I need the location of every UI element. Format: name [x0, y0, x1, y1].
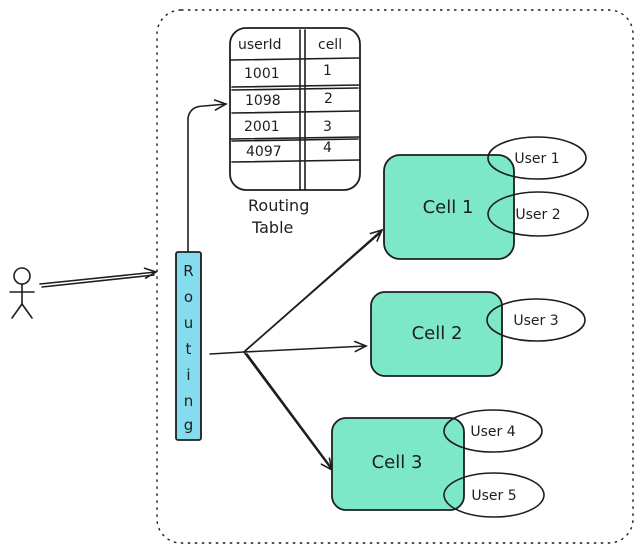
user-1-label: User 1 — [514, 151, 559, 167]
cell-3-box — [331, 417, 465, 511]
client-to-router-arrow-sketch — [41, 274, 155, 288]
user-2-ellipse — [487, 191, 589, 237]
user-3-ellipse — [486, 298, 586, 342]
cell-1-node: Cell 1 User 1 User 2 — [383, 136, 589, 260]
routing-table-frame — [229, 27, 361, 191]
table-row-cell: 1 — [323, 63, 332, 79]
table-row-userid: 1001 — [244, 66, 280, 82]
router-letter: t — [186, 340, 192, 358]
cell-2-node: Cell 2 User 3 — [370, 291, 586, 377]
cell-3-node: Cell 3 User 4 User 5 — [331, 409, 545, 518]
cell-1-box — [383, 154, 515, 260]
cell-2-label: Cell 2 — [412, 323, 463, 344]
table-row-cell: 3 — [323, 119, 332, 135]
router-letter: n — [184, 392, 194, 410]
table-header-userid: userId — [238, 37, 282, 53]
user-3-label: User 3 — [513, 313, 558, 329]
router-letter: i — [186, 366, 190, 384]
router-to-cell3-arrow-sketch — [246, 353, 331, 467]
stick-figure-icon — [9, 267, 35, 319]
cell-3-label: Cell 3 — [372, 452, 423, 473]
cell-2-box — [370, 291, 503, 377]
router-bar — [175, 251, 202, 441]
router-to-cell1-arrow-sketch — [245, 232, 381, 351]
user-4-ellipse — [443, 409, 543, 453]
user-1-ellipse — [487, 136, 587, 180]
table-row-userid: 4097 — [246, 144, 282, 160]
routing-table-caption-line2: Table — [251, 218, 293, 237]
table-row-cell: 4 — [323, 140, 332, 156]
router-node: R o u t i n g — [175, 251, 202, 441]
client-to-router-arrow — [39, 267, 158, 285]
table-row-userid: 2001 — [244, 119, 280, 135]
router-letter: o — [184, 288, 193, 306]
user-4-label: User 4 — [470, 424, 515, 440]
router-to-cell2-arrow — [243, 340, 368, 353]
router-letter: u — [184, 314, 194, 332]
router-to-table-arrow — [187, 99, 228, 253]
router-fanout-line — [209, 351, 245, 355]
routing-table-caption-line1: Routing — [248, 196, 309, 215]
router-letter: R — [183, 262, 193, 280]
user-5-label: User 5 — [471, 488, 516, 504]
router-letter: g — [184, 416, 194, 434]
cell-1-label: Cell 1 — [423, 197, 474, 218]
table-row-userid: 1098 — [245, 93, 281, 109]
table-header-cell: cell — [318, 37, 342, 53]
table-row-cell: 2 — [324, 91, 333, 107]
router-to-cell3-arrow — [243, 351, 334, 472]
routing-table: userId cell 1001 1 1098 2 2001 3 4097 4 — [229, 27, 361, 191]
user-5-ellipse — [443, 472, 545, 518]
user-2-label: User 2 — [515, 207, 560, 223]
